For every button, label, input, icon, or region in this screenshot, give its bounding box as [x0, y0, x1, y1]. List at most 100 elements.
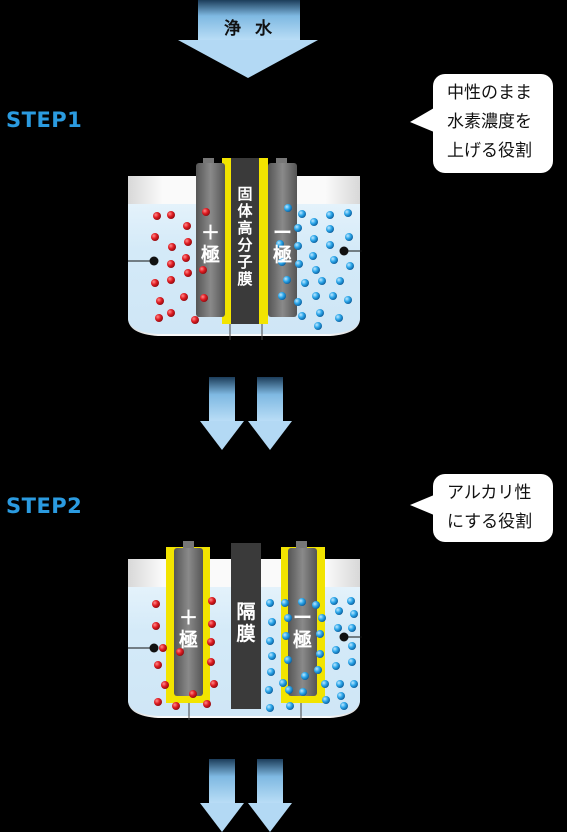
red-ion — [191, 316, 199, 324]
blue-ion — [310, 235, 318, 243]
blue-ion — [281, 599, 289, 607]
red-ion — [172, 702, 180, 710]
blue-ion — [266, 637, 274, 645]
red-ion — [183, 222, 191, 230]
blue-ion — [294, 298, 302, 306]
red-ion — [167, 276, 175, 284]
red-ion — [152, 622, 160, 630]
blue-ion — [344, 209, 352, 217]
step1-ions — [151, 204, 354, 330]
red-ion — [182, 254, 190, 262]
blue-ion — [346, 262, 354, 270]
red-ion — [189, 690, 197, 698]
red-ion — [200, 294, 208, 302]
step1-membrane — [231, 158, 259, 324]
blue-ion — [340, 702, 348, 710]
red-ion — [167, 260, 175, 268]
blue-ion — [285, 686, 293, 694]
blue-ion — [267, 668, 275, 676]
blue-ion — [350, 680, 358, 688]
red-ion — [202, 208, 210, 216]
blue-ion — [284, 614, 292, 622]
blue-ion — [322, 696, 330, 704]
red-ion — [151, 279, 159, 287]
blue-ion — [335, 607, 343, 615]
blue-ion — [332, 646, 340, 654]
red-ion — [176, 648, 184, 656]
flow-arrows-2 — [200, 759, 292, 832]
blue-ion — [278, 292, 286, 300]
red-ion — [154, 698, 162, 706]
blue-ion — [332, 662, 340, 670]
red-ion — [167, 309, 175, 317]
red-ion — [210, 680, 218, 688]
blue-ion — [316, 650, 324, 658]
blue-ion — [266, 599, 274, 607]
red-ion — [155, 314, 163, 322]
blue-ion — [336, 277, 344, 285]
red-ion — [207, 638, 215, 646]
blue-ion — [314, 322, 322, 330]
red-ion — [161, 681, 169, 689]
blue-ion — [266, 704, 274, 712]
blue-ion — [268, 652, 276, 660]
step2-membrane-label: 隔膜 — [236, 601, 256, 645]
step2-ions — [152, 597, 358, 712]
blue-ion — [318, 277, 326, 285]
blue-ion — [283, 276, 291, 284]
blue-ion — [316, 309, 324, 317]
blue-ion — [284, 656, 292, 664]
blue-ion — [326, 241, 334, 249]
red-ion — [154, 661, 162, 669]
step2-title: STEP2 — [6, 494, 83, 518]
step1-plus-label: ＋極 — [200, 222, 220, 266]
step2-minus-electrode — [288, 548, 317, 696]
blue-ion — [345, 233, 353, 241]
red-ion — [152, 600, 160, 608]
blue-ion — [347, 597, 355, 605]
red-ion — [168, 243, 176, 251]
step1-callout-line-1: 中性のまま — [447, 83, 532, 103]
blue-ion — [294, 242, 302, 250]
blue-ion — [348, 624, 356, 632]
blue-ion — [312, 266, 320, 274]
blue-ion — [265, 686, 273, 694]
blue-ion — [298, 598, 306, 606]
red-ion — [184, 269, 192, 277]
step1-membrane-label: 固体高分子膜 — [237, 185, 253, 288]
blue-ion — [295, 260, 303, 268]
blue-ion — [301, 672, 309, 680]
blue-ion — [329, 292, 337, 300]
red-ion — [208, 620, 216, 628]
red-ion — [151, 233, 159, 241]
step1-callout-tail — [410, 108, 434, 132]
red-ion — [207, 658, 215, 666]
step1-minus-label: ー極 — [272, 222, 292, 266]
blue-ion — [284, 204, 292, 212]
blue-ion — [336, 680, 344, 688]
red-ion — [180, 293, 188, 301]
blue-ion — [286, 702, 294, 710]
blue-ion — [276, 240, 284, 248]
flow-arrows-1 — [200, 377, 292, 450]
step2-callout-tail — [410, 495, 434, 515]
inlet-label: 浄 水 — [224, 19, 276, 39]
blue-ion — [301, 279, 309, 287]
step1-callout: 中性のまま 水素濃度を 上げる役割 — [433, 74, 553, 173]
blue-ion — [268, 618, 276, 626]
red-ion — [184, 238, 192, 246]
step2-callout-line-2: にする役割 — [447, 512, 533, 532]
step2-callout: アルカリ性 にする役割 — [433, 474, 553, 542]
step2-callout-line-1: アルカリ性 — [447, 483, 532, 503]
step2-plus-label: ＋極 — [178, 607, 198, 651]
inlet-arrow — [178, 0, 318, 78]
blue-ion — [334, 624, 342, 632]
blue-ion — [312, 601, 320, 609]
red-ion — [156, 297, 164, 305]
red-ion — [159, 644, 167, 652]
step2-plus-electrode — [174, 548, 203, 696]
blue-ion — [282, 632, 290, 640]
blue-ion — [310, 218, 318, 226]
red-ion — [167, 211, 175, 219]
